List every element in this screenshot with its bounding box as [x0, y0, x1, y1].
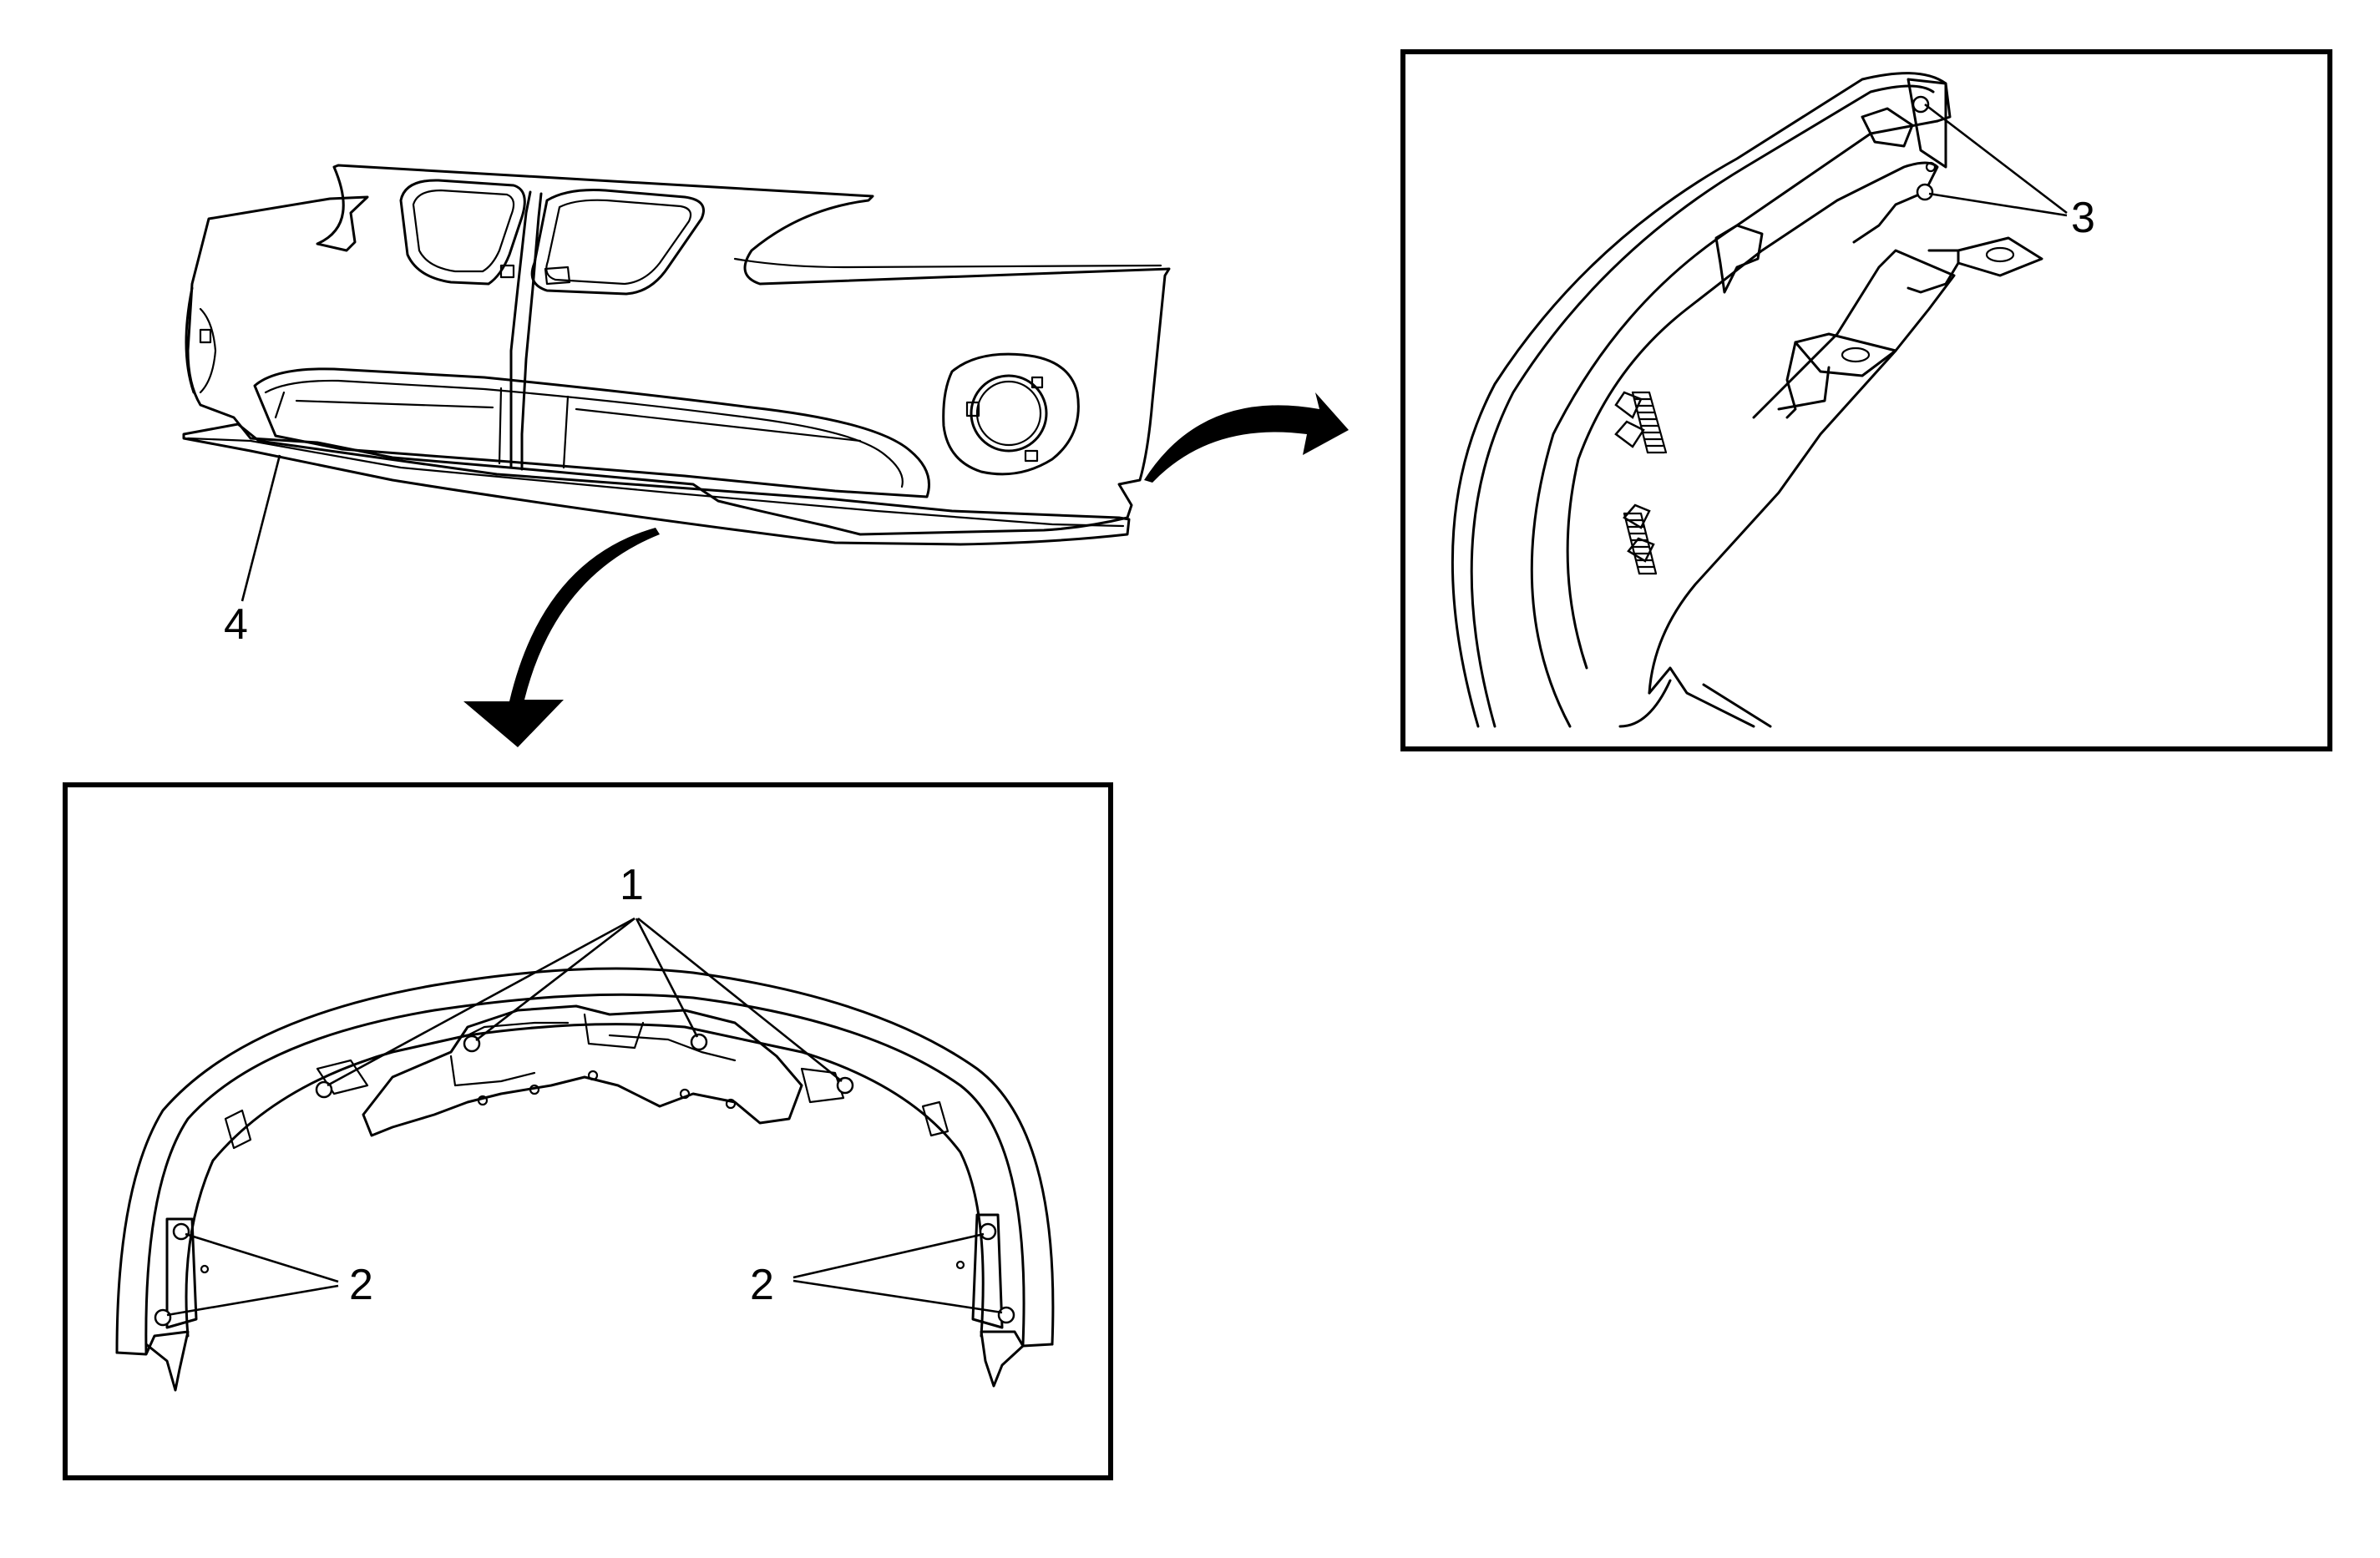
front-bumper-fascia — [182, 164, 1171, 546]
lower-fastener-2c — [979, 1222, 997, 1241]
arrow-to-corner-detail — [1144, 392, 1349, 483]
leader-1d — [637, 917, 843, 1083]
leader-2a — [185, 1232, 339, 1283]
corner-bolt-lower — [1916, 183, 1934, 201]
leader-2b — [166, 1284, 339, 1317]
fascia-fastener-1b — [463, 1034, 481, 1053]
fascia-fastener-1c — [690, 1033, 708, 1051]
callout-2-left: 2 — [349, 1261, 373, 1309]
callout-1: 1 — [620, 861, 644, 909]
leader-3a — [1924, 103, 2068, 215]
leader-3b — [1928, 192, 2068, 217]
arrow-to-underside-detail — [463, 528, 660, 747]
corner-bolt-upper — [1912, 95, 1930, 114]
ribbed-retainer-lower — [1623, 512, 1658, 575]
callout-3: 3 — [2071, 194, 2095, 242]
lower-fastener-2b — [154, 1308, 172, 1327]
leader-1a — [327, 917, 636, 1087]
underside-detail-panel — [63, 782, 1113, 1480]
leader-2d — [792, 1279, 1003, 1314]
leader-1b — [475, 917, 636, 1042]
leader-2c — [792, 1232, 985, 1279]
leader-1c — [635, 918, 699, 1038]
leader-4 — [241, 454, 281, 602]
ribbed-retainer-upper — [1631, 391, 1668, 454]
lower-fastener-2a — [172, 1222, 190, 1241]
callout-4: 4 — [224, 600, 248, 649]
corner-detail-panel — [1400, 49, 2332, 751]
lower-fastener-2d — [997, 1306, 1015, 1324]
callout-2-right: 2 — [750, 1261, 774, 1309]
